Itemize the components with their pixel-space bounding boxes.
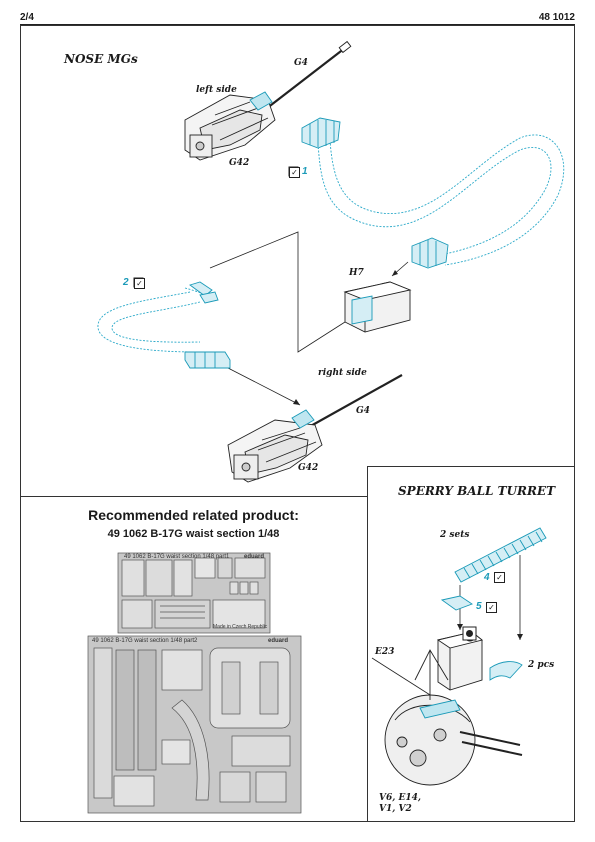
step-number-1: 1 [302,166,308,177]
nose-section-title: NOSE MGs [64,52,138,66]
right-side-label: right side [318,368,367,378]
feed-chute-piece [440,595,523,681]
arrow-chute [517,634,523,640]
bottom-machine-gun [227,374,403,483]
page-number: 2/4 [20,12,34,23]
belt-feed-piece-upper [301,117,341,149]
belt-end-piece-lower [184,281,231,369]
ammo-belt-lower [97,287,213,353]
fret1-title: 49 1062 B-17G waist section 1/48 part1 [124,554,230,560]
part-label-h7: H7 [349,268,364,278]
part-list-line1: V6, E14, [379,793,422,803]
product-number: 48 1012 [538,12,575,23]
part-label-e23: E23 [375,647,395,657]
arrow-gun-bottom [293,399,300,405]
step-number-4: 4 [484,572,490,583]
left-side-label: left side [196,85,237,95]
check-mark-4: ✓ [494,572,505,583]
instruction-frame [20,25,575,822]
ammo-belt-upper [317,134,565,266]
part-label-g42-bottom: G42 [298,463,319,473]
check-mark-1: ✓ [289,167,300,178]
header-rule [20,24,575,25]
step-number-5: 5 [476,601,482,612]
part-label-g4-top: G4 [294,58,308,68]
turret-2-sets-label: 2 sets [440,530,470,540]
arrow-h7 [392,270,398,276]
fret1-brand: eduard [244,554,265,560]
check-mark-2: ✓ [134,278,145,289]
step-number-2: 2 [123,277,129,288]
recommended-title: Recommended related product: [88,507,299,523]
ball-turret [384,649,523,786]
fret2-brand: eduard [268,638,289,644]
turret-option-dot [466,630,473,637]
recommended-product-name: 49 1062 B-17G waist section 1/48 [107,528,280,540]
part-list-line2: V1, V2 [379,804,412,814]
part-label-g42-top: G42 [229,158,250,168]
cartridge-belt-2-sets [454,527,547,583]
top-machine-gun [184,40,352,161]
part-label-g4-bottom: G4 [356,406,370,416]
turret-2-pcs-label: 2 pcs [528,660,555,670]
turret-panel [367,466,575,822]
fret1-made: Made in Czech Republic [213,624,268,630]
turret-section-title: SPERRY BALL TURRET [398,484,556,498]
fret-part2 [87,635,302,814]
section-divider [20,496,367,497]
connector-lines [209,231,346,406]
arrow-belt [457,624,463,630]
belt-feed-piece-lower [411,237,449,269]
fret-part1 [117,552,271,634]
ammo-box-h7 [343,281,412,333]
fret2-title: 49 1062 B-17G waist section 1/48 part2 [92,638,198,644]
check-mark-5: ✓ [486,602,497,613]
